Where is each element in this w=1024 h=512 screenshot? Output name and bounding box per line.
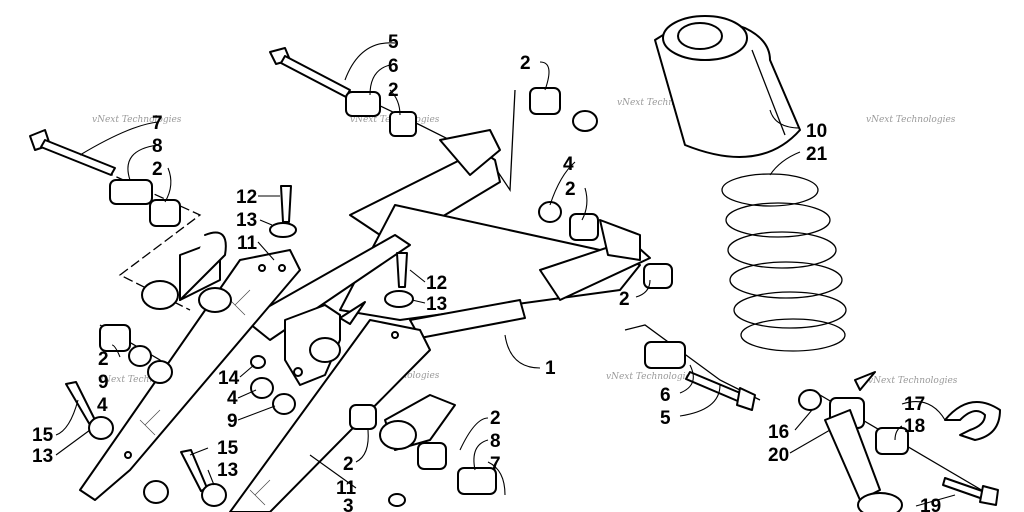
right-arm	[379, 394, 456, 451]
callout-number: 2	[98, 349, 109, 370]
leader-lines	[55, 42, 956, 507]
callout-number: 9	[227, 411, 238, 432]
callout-number: 11	[237, 233, 258, 254]
callout-number: 21	[806, 144, 828, 165]
callout-number: 9	[98, 372, 109, 393]
watermark-text: vNext Technologies	[606, 372, 696, 382]
watermark-text: vNext Technologies	[866, 115, 956, 125]
callout-number: 2	[619, 289, 630, 310]
watermark-text: vNext Technologies	[92, 115, 182, 125]
shock-boot	[654, 15, 801, 158]
callout-number: 15	[217, 438, 239, 459]
callout-number: 5	[660, 408, 671, 429]
callout-number: 18	[904, 416, 925, 437]
callout-number: 20	[768, 445, 789, 466]
callout-number: 3	[343, 496, 354, 512]
bolts	[29, 47, 999, 506]
callout-number: 7	[490, 454, 501, 475]
callout-number: 8	[490, 431, 501, 452]
callout-number: 7	[152, 113, 163, 134]
callout-number: 6	[388, 56, 399, 77]
callout-number: 12	[426, 273, 447, 294]
callout-number: 13	[32, 446, 53, 467]
callout-number: 4	[227, 388, 238, 409]
callout-number: 2	[565, 179, 576, 200]
callout-number: 2	[388, 80, 399, 101]
nuts-washers	[88, 110, 1001, 507]
callout-number: 16	[768, 422, 789, 443]
watermark-text: vNext Technologies	[868, 376, 958, 386]
callout-number: 2	[490, 408, 501, 429]
callout-number: 15	[32, 425, 54, 446]
rear-arm-frame	[244, 129, 651, 341]
callout-number: 4	[97, 395, 108, 416]
callout-number: 6	[660, 385, 671, 406]
callout-number: 19	[920, 496, 941, 512]
callout-number: 2	[343, 454, 354, 475]
callout-number: 13	[426, 294, 447, 315]
callout-number: 4	[563, 154, 574, 175]
callout-number: 13	[217, 460, 238, 481]
callout-number: 10	[806, 121, 827, 142]
callout-number: 1	[545, 358, 556, 379]
callout-number: 13	[236, 210, 257, 231]
callout-labels: 1 2 2 2 2 2 2 2 2 3 4 4 4 5 5 6 6 7 7 8 …	[32, 32, 941, 512]
callout-number: 2	[520, 53, 531, 74]
callout-number: 14	[218, 368, 240, 389]
left-arm-axle	[141, 231, 232, 313]
center-bracket	[284, 301, 366, 386]
callout-number: 2	[152, 159, 163, 180]
side-rail-right	[229, 319, 431, 512]
shock-lower	[824, 371, 903, 512]
callout-number: 8	[152, 136, 163, 157]
bushings	[99, 87, 909, 495]
callout-number: 12	[236, 187, 257, 208]
callout-number: 17	[904, 394, 925, 415]
callout-number: 11	[336, 478, 357, 499]
side-rail-left	[79, 249, 301, 501]
coil-spring	[721, 173, 847, 352]
watermark-text: vNext Technologies	[617, 98, 707, 108]
watermark-text: vNext Technologies	[98, 375, 188, 385]
callout-number: 5	[388, 32, 399, 53]
